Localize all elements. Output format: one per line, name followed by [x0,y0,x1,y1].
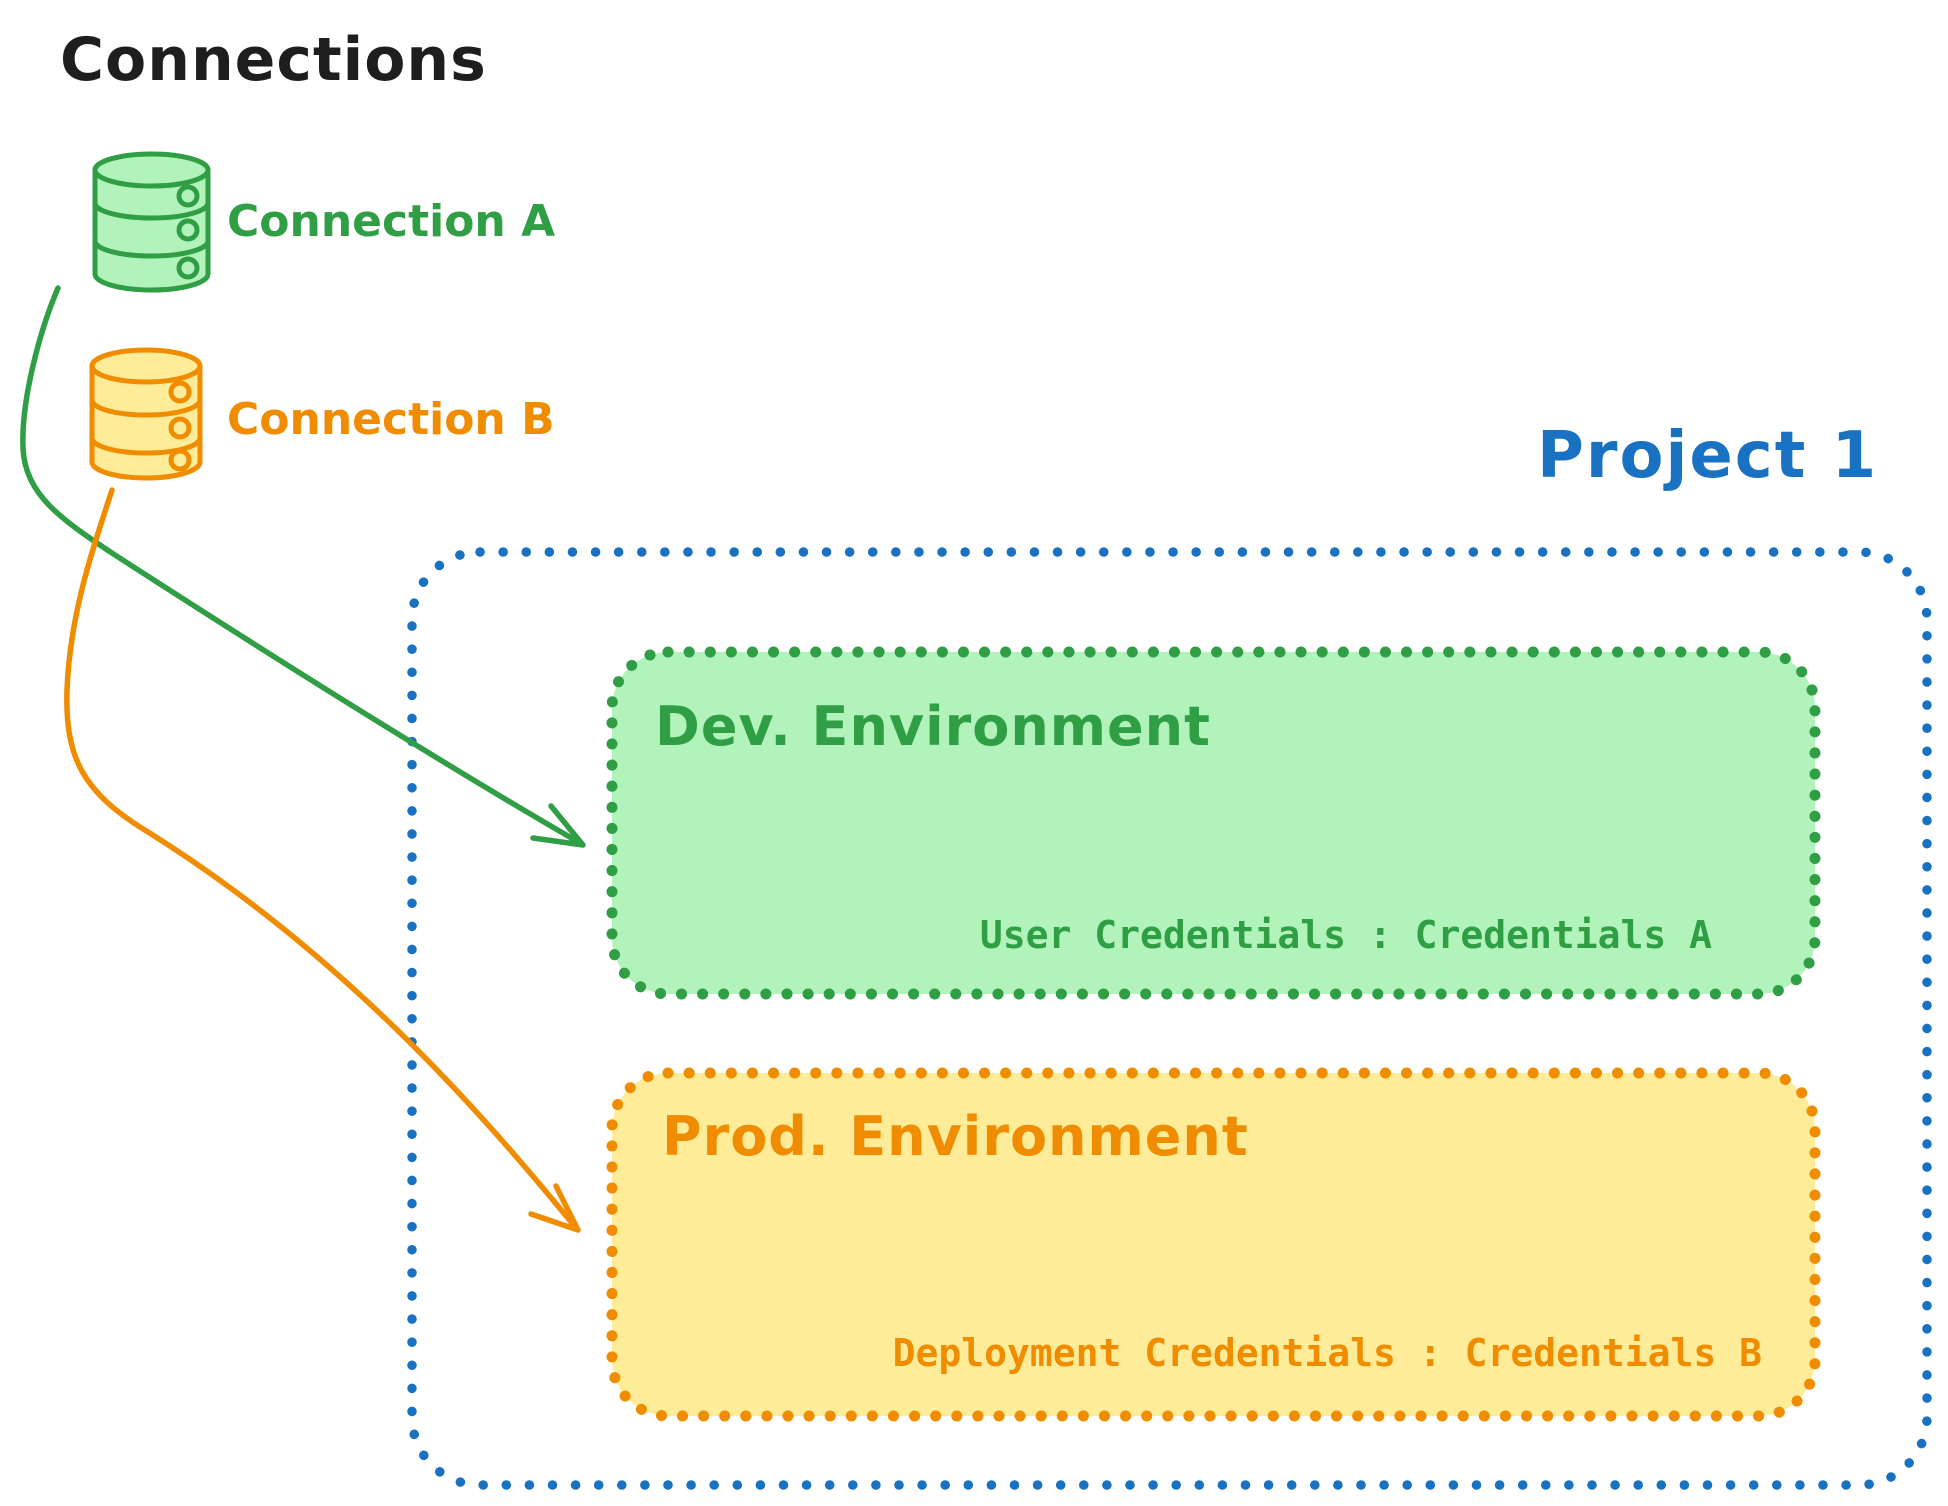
database-separator-line [89,397,203,418]
database-body-outline [92,167,211,293]
database-top [92,350,200,382]
connections-title: Connections [60,25,487,95]
database-port-dot [176,256,200,280]
database-top [95,154,208,186]
arrowhead [530,803,586,848]
arrow-curve [20,285,583,846]
project-box-border [407,547,1932,1490]
dev-environment-box [606,646,1821,1000]
connection-b-label: Connection B [227,394,555,445]
database-top-outline [89,347,203,385]
connection-a-label: Connection A [227,196,556,247]
database-separator-line [92,200,211,221]
prod-environment-label: Prod. Environment [662,1105,1249,1168]
connection-a-arrow [20,285,586,848]
arrowhead [528,1183,581,1233]
database-port-dot [168,416,192,440]
database-port-dot [176,218,200,242]
prod-credentials-text: Deployment Credentials : Credentials B [892,1331,1762,1375]
database-separator-line [89,435,203,456]
database-port-dot [176,184,200,208]
database-port-dot [168,380,192,404]
arrow-curve [64,487,579,1231]
connection-a-database-icon [92,151,211,293]
dev-credentials-text: User Credentials : Credentials A [979,913,1712,957]
connection-b-database-icon [89,347,203,481]
database-port-dot [168,448,192,472]
connection-b-arrow [64,487,581,1233]
project-title: Project 1 [1537,419,1879,493]
dev-environment-label: Dev. Environment [655,695,1211,758]
database-top-outline [92,151,211,189]
database-separator-line [92,238,211,259]
database-body-outline [89,363,203,481]
prod-environment-box [606,1067,1821,1422]
